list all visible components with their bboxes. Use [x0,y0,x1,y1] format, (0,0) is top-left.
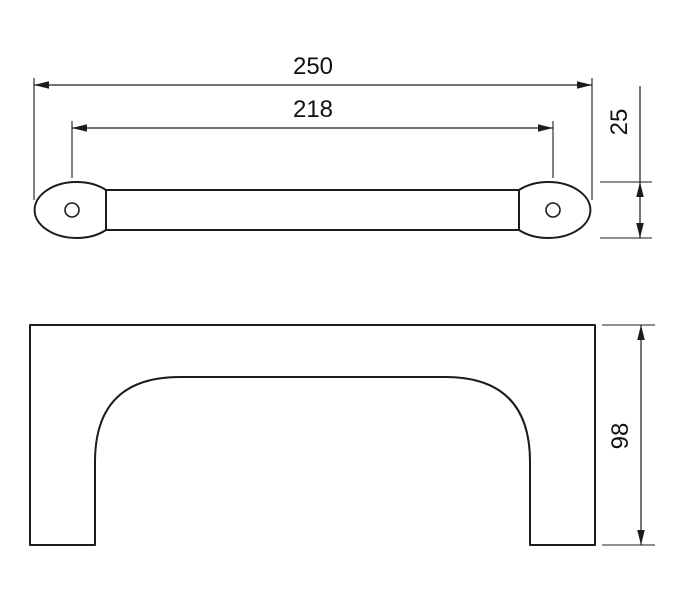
dim-25-arrow-top [636,182,644,197]
front-view [29,324,596,546]
dim-250-arrow-right [577,81,592,89]
dim-98-arrow-top [637,325,645,340]
top-view [33,181,592,239]
dimension-hole-centers: 218 [71,96,554,178]
dim-98-label: 98 [607,423,634,450]
top-view-left-cap [33,181,107,239]
top-view-right-cap [518,181,592,239]
right-mounting-hole [545,202,561,218]
dim-25-label: 25 [606,109,633,136]
dim-218-label: 218 [293,96,333,123]
dim-250-arrow-left [34,81,49,89]
dimension-height: 98 [602,324,655,546]
dimension-profile-depth: 25 [600,86,652,239]
dimension-overall-length: 250 [33,53,593,200]
dim-250-label: 250 [293,53,333,80]
front-view-outline [29,324,596,546]
dim-98-arrow-bottom [637,530,645,545]
dim-218-arrow-right [538,124,553,132]
dim-218-arrow-left [72,124,87,132]
dim-25-arrow-bottom [636,223,644,238]
left-mounting-hole [64,202,80,218]
